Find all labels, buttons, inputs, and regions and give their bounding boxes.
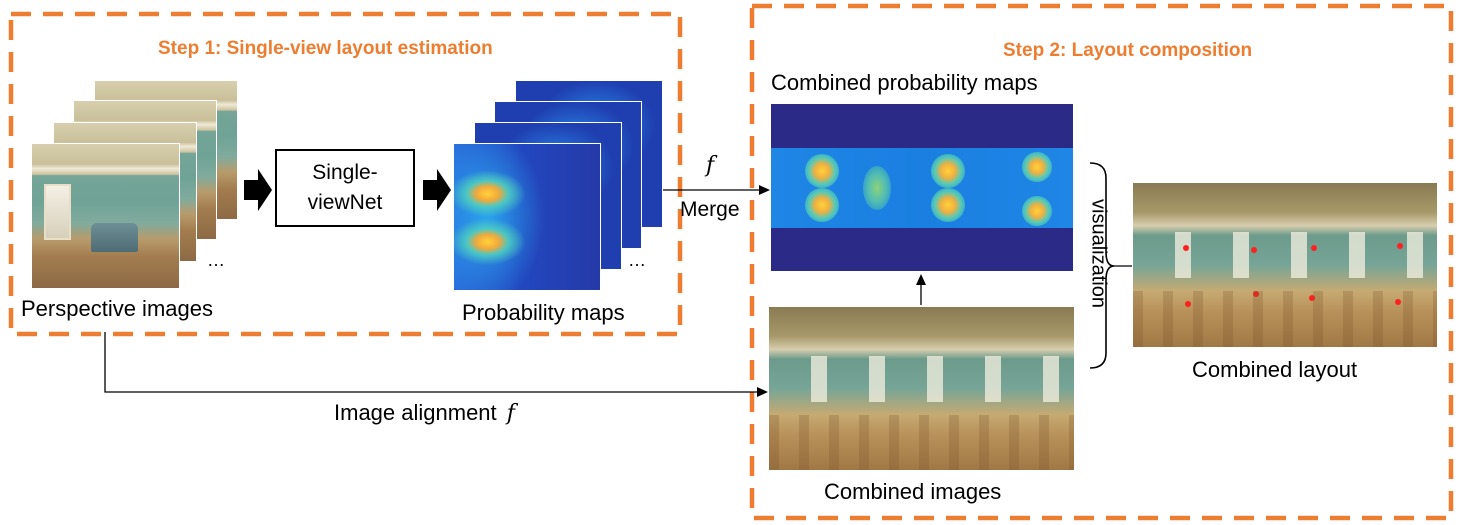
layout-corner-marker (1311, 245, 1317, 251)
block-arrow-out-of-network (423, 169, 451, 211)
combined-probability-map (771, 104, 1073, 271)
network-label-line2: viewNet (307, 191, 383, 214)
prob-peak-weak (863, 166, 891, 210)
perspective-image-1 (31, 143, 180, 289)
merge-label: Merge (680, 198, 740, 221)
visualization-label: visualization (1087, 199, 1110, 308)
layout-corner-marker (1395, 299, 1401, 305)
layout-corner-marker (1397, 243, 1403, 249)
layout-corner-marker (1185, 301, 1191, 307)
layout-corner-marker (1251, 247, 1257, 253)
probability-ellipsis: … (628, 250, 646, 270)
step1-title: Step 1: Single-view layout estimation (158, 38, 493, 59)
combined-probability-maps-caption: Combined probability maps (771, 70, 1038, 95)
prob-peak (931, 188, 965, 222)
alignment-function-symbol: f (506, 401, 515, 426)
step1-dashed-frame (8, 11, 683, 337)
up-arrow-head (916, 274, 926, 285)
image-alignment-label: Image alignment f (334, 400, 515, 426)
network-label-line1: Single- (312, 161, 378, 184)
merge-function-symbol: f (706, 153, 715, 178)
perspective-ellipsis: … (207, 250, 225, 270)
prob-peak (1022, 196, 1052, 226)
prob-peak (805, 154, 839, 188)
probability-maps-caption: Probability maps (462, 300, 625, 325)
alignment-arrow-head (757, 387, 768, 397)
layout-corner-marker (1183, 245, 1189, 251)
image-alignment-text: Image alignment (334, 400, 497, 425)
block-arrow-into-network (244, 169, 272, 211)
step2-title: Step 2: Layout composition (1003, 40, 1253, 61)
combined-layout-panorama (1132, 182, 1438, 348)
perspective-images-caption: Perspective images (21, 296, 213, 321)
combined-layout-caption: Combined layout (1192, 357, 1358, 382)
prob-peak (805, 188, 839, 222)
alignment-arrow-line (104, 332, 758, 393)
prob-peak (931, 154, 965, 188)
combined-images-caption: Combined images (824, 479, 1002, 504)
combined-images-panorama (768, 306, 1075, 471)
probability-map-1 (453, 143, 601, 291)
layout-corner-marker (1253, 291, 1259, 297)
merge-arrow-head (759, 185, 770, 195)
prob-peak (1022, 152, 1052, 182)
single-view-net-box: Single- viewNet (275, 149, 415, 227)
layout-corner-marker (1309, 295, 1315, 301)
